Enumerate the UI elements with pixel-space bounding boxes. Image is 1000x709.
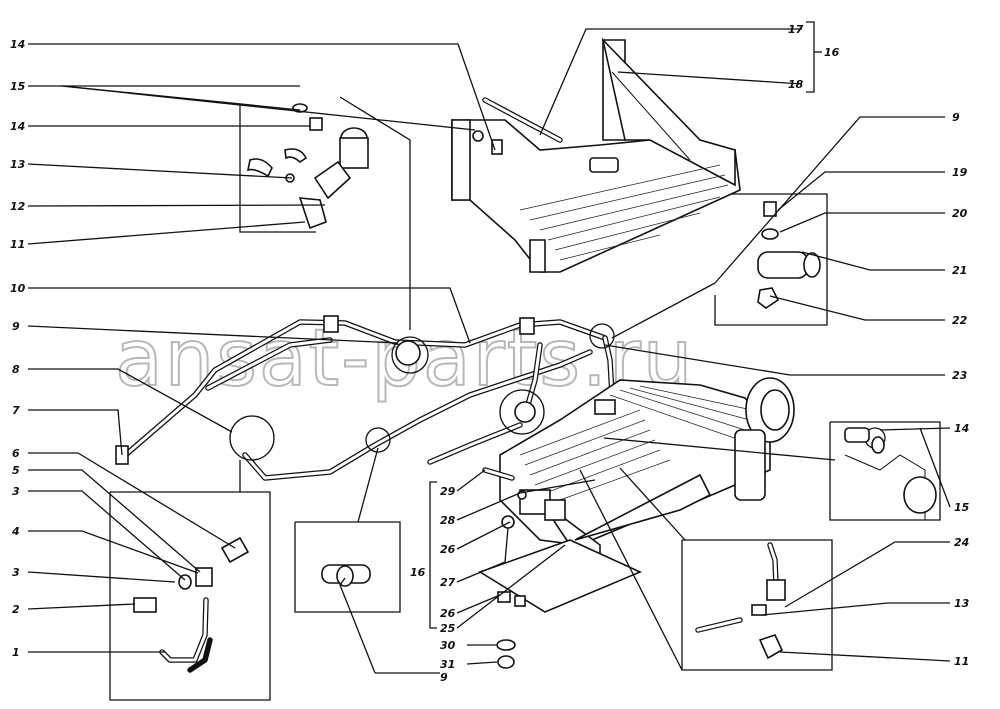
callout-23: 23	[952, 369, 968, 382]
callout-19: 19	[952, 166, 968, 179]
leader-lines	[27, 28, 951, 674]
t-fitting	[695, 542, 786, 660]
callout-22: 22	[952, 314, 968, 327]
callout-9-bottom: 9	[440, 671, 448, 684]
callout-21: 21	[952, 264, 967, 277]
callout-5: 5	[12, 464, 20, 477]
callout-3-lower: 3	[12, 566, 20, 579]
callout-30: 30	[440, 639, 456, 652]
callout-9-left: 9	[12, 320, 20, 333]
inset-frames	[109, 21, 941, 701]
callout-14-mid: 14	[10, 120, 25, 133]
callout-29: 29	[440, 485, 456, 498]
callout-8-upper: 8	[12, 363, 20, 376]
callout-28: 28	[440, 514, 456, 527]
heater-unit	[478, 377, 795, 669]
callout-25: 25	[440, 622, 456, 635]
callout-31: 31	[440, 658, 455, 671]
callout-24: 24	[954, 536, 969, 549]
callout-3-upper: 3	[12, 485, 20, 498]
callout-11-right: 11	[954, 655, 969, 668]
callout-13-right: 13	[954, 597, 970, 610]
callout-15-right: 15	[954, 501, 970, 514]
callout-13-left: 13	[10, 158, 26, 171]
callout-7: 7	[12, 404, 20, 417]
callout-16-bottom: 16	[410, 566, 426, 579]
valve-assembly	[246, 103, 369, 230]
detail-circles	[229, 323, 886, 461]
callout-4: 4	[11, 525, 20, 538]
callout-27: 27	[440, 576, 456, 589]
callout-14-right: 14	[954, 422, 969, 435]
heater-bracket	[451, 37, 741, 273]
callout-26-upper: 26	[440, 543, 456, 556]
callout-10: 10	[10, 282, 26, 295]
callout-12: 12	[10, 200, 26, 213]
callout-15-top: 15	[10, 80, 26, 93]
callout-9-right: 9	[952, 111, 960, 124]
callout-11-left: 11	[10, 238, 25, 251]
callout-6: 6	[12, 447, 20, 460]
callout-2: 2	[12, 603, 20, 616]
pipe-fitting	[844, 427, 937, 520]
hose-assembly	[133, 536, 250, 673]
callout-26-lower: 26	[440, 607, 456, 620]
pipe-clamp	[321, 564, 371, 587]
callout-labels: 14 15 14 13 12 11 10 9 8 7 6 5 3 4 3 2 1…	[10, 23, 970, 684]
callout-1: 1	[12, 646, 20, 659]
callout-16-top: 16	[824, 46, 840, 59]
callout-17: 17	[788, 23, 804, 36]
callout-14-top: 14	[10, 38, 25, 51]
fuel-pump	[757, 201, 821, 309]
callout-20: 20	[952, 207, 968, 220]
fuel-pipe-main	[115, 315, 623, 481]
callout-18: 18	[788, 78, 804, 91]
